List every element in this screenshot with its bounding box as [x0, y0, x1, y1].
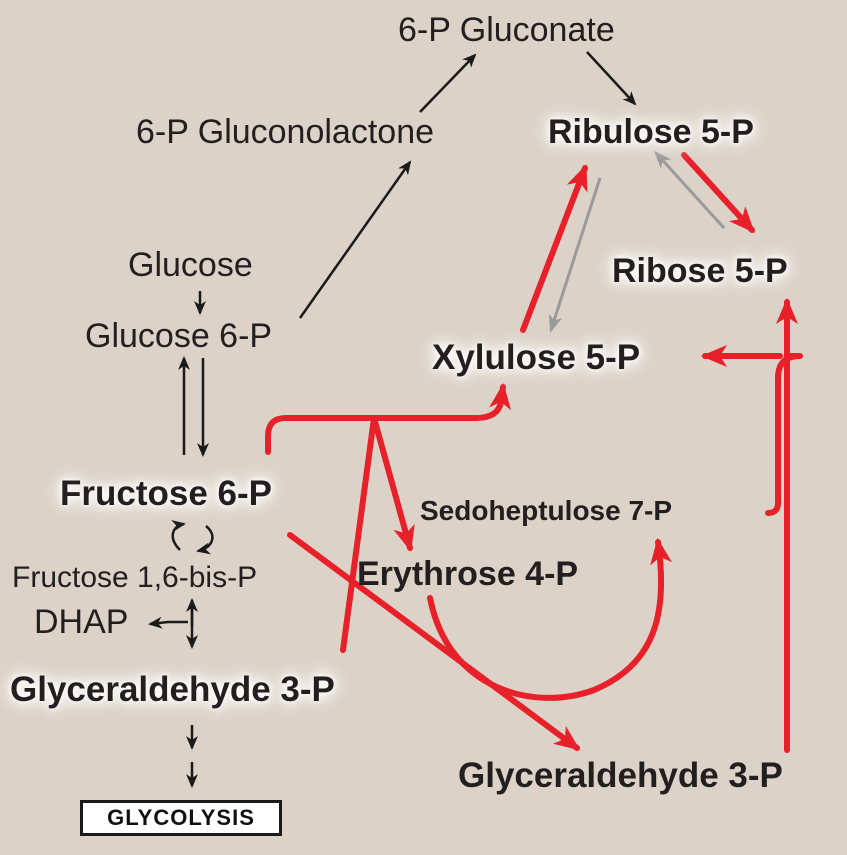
- arrow-to-erythrose: [371, 415, 415, 552]
- arrow-to-dhap: [148, 616, 188, 629]
- arrow-fructose6p-to-xylulose: [265, 383, 511, 455]
- black-arrows: [148, 51, 637, 788]
- arrow-ribose-to-ribulose-gray: [653, 150, 726, 230]
- label-glycolysis: GLYCOLYSIS: [107, 805, 255, 830]
- arrow-erythrose-to-sedoheptulose: [427, 538, 672, 701]
- label-fructose-6p: Fructose 6-P: [60, 474, 272, 513]
- red-arrows: [265, 152, 803, 753]
- bracket-sedoheptulose: [765, 353, 803, 516]
- label-glyceraldehyde-3p-left: Glyceraldehyde 3-P: [10, 670, 335, 709]
- label-sedoheptulose-7p: Sedoheptulose 7-P: [420, 495, 673, 526]
- arrow-fructose16-curl-left: [171, 520, 186, 551]
- label-6p-gluconolactone: 6-P Gluconolactone: [136, 113, 435, 151]
- label-erythrose-4p: Erythrose 4-P: [357, 555, 579, 593]
- arrow-gluconolactone-to-gluconate: [419, 53, 477, 113]
- glycolysis-box: GLYCOLYSIS: [80, 800, 282, 836]
- label-6p-gluconate: 6-P Gluconate: [398, 11, 615, 49]
- arrow-fructose16-curl-right: [196, 525, 214, 555]
- arrow-fructose6p-to-g3p-right: [287, 532, 581, 751]
- arrow-ribulose-to-ribose: [681, 152, 755, 233]
- label-dhap: DHAP: [34, 603, 129, 641]
- arrow-g3p-to-transketolase: [340, 415, 377, 653]
- label-glucose-6p: Glucose 6-P: [85, 317, 273, 355]
- arrow-gluconate-to-ribulose: [586, 51, 637, 106]
- gray-arrows: [548, 150, 726, 333]
- label-ribulose-5p: Ribulose 5-P: [548, 113, 754, 151]
- label-glucose: Glucose: [128, 246, 253, 284]
- label-ribose-5p: Ribose 5-P: [612, 252, 788, 290]
- label-xylulose-5p: Xylulose 5-P: [432, 338, 641, 377]
- arrow-ribulose-to-xylulose-gray: [548, 177, 602, 333]
- arrow-glucose6p-to-gluconolactone: [298, 160, 412, 319]
- label-fructose-16-bis-p: Fructose 1,6-bis-P: [12, 561, 258, 594]
- arrow-xylulose-to-ribulose: [520, 164, 588, 333]
- label-glyceraldehyde-3p-right: Glyceraldehyde 3-P: [458, 756, 783, 795]
